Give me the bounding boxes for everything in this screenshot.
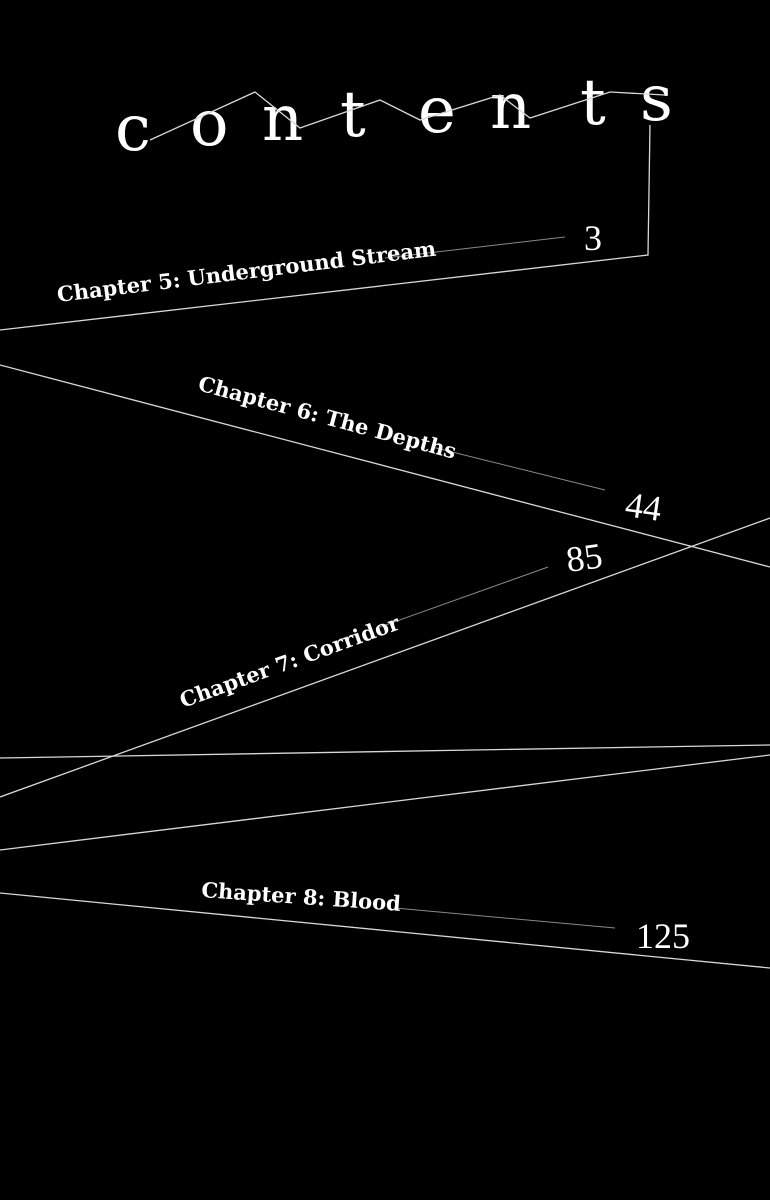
leader-line: [394, 907, 616, 929]
toc-entry-chapter-6[interactable]: Chapter 6: The Depths 44: [196, 371, 664, 529]
contents-title: c o n t e n t s: [115, 62, 673, 166]
chapter-title[interactable]: Chapter 8: Blood: [201, 877, 402, 916]
line: [0, 754, 770, 851]
toc-entry-chapter-7[interactable]: Chapter 7: Corridor 85: [176, 535, 605, 712]
page-number: 125: [636, 916, 690, 956]
line: [0, 892, 770, 969]
decorative-lines: [0, 91, 770, 969]
chapter-title[interactable]: Chapter 7: Corridor: [176, 610, 403, 713]
chapter-title[interactable]: Chapter 6: The Depths: [196, 371, 459, 464]
title-letter: s: [640, 62, 673, 136]
title-letter: t: [580, 66, 606, 140]
leader-line: [384, 236, 566, 259]
title-letter: o: [190, 87, 229, 161]
line: [0, 364, 770, 568]
title-letter: n: [490, 70, 531, 144]
line: [0, 517, 770, 798]
title-letter: t: [340, 78, 366, 152]
title-letter: c: [115, 92, 151, 166]
toc-entry-chapter-8[interactable]: Chapter 8: Blood 125: [201, 877, 690, 956]
page-number: 3: [584, 218, 602, 258]
page-number: 44: [623, 484, 664, 529]
line: [0, 124, 651, 331]
leader-line: [431, 446, 606, 491]
page-number: 85: [564, 535, 605, 580]
toc-entry-chapter-5[interactable]: Chapter 5: Underground Stream 3: [56, 218, 602, 307]
chapter-title[interactable]: Chapter 5: Underground Stream: [56, 236, 438, 307]
line: [0, 744, 770, 759]
leader-line: [379, 566, 549, 628]
title-zigzag-line: [149, 91, 666, 141]
title-letter: n: [262, 82, 303, 156]
